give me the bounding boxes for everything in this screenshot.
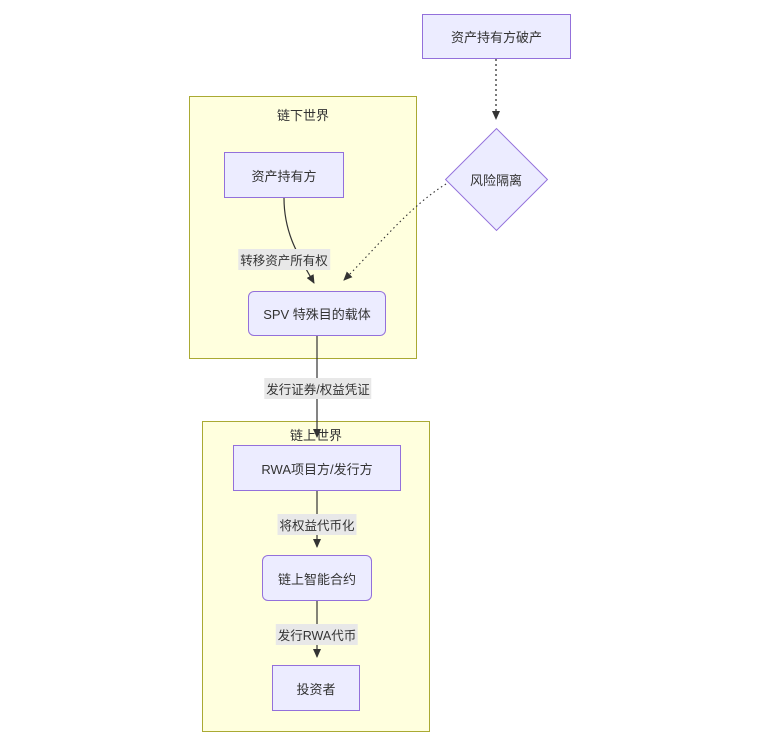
node-spv[interactable]: SPV 特殊目的载体 — [248, 291, 386, 336]
edge-label-issue-securities: 发行证券/权益凭证 — [264, 378, 372, 399]
node-rwa-issuer[interactable]: RWA项目方/发行方 — [233, 445, 401, 491]
node-risk-isolation[interactable]: 风险隔离 — [444, 127, 548, 231]
node-risk-isolation-label: 风险隔离 — [469, 172, 522, 188]
node-asset-holder[interactable]: 资产持有方 — [224, 152, 344, 198]
node-bankruptcy[interactable]: 资产持有方破产 — [422, 14, 571, 59]
edge-label-transfer-ownership: 转移资产所有权 — [238, 249, 330, 270]
node-investor[interactable]: 投资者 — [272, 665, 360, 711]
edge-label-tokenize-rights: 将权益代币化 — [277, 514, 357, 535]
node-spv-label: SPV 特殊目的载体 — [263, 307, 371, 322]
cluster-offchain-title: 链下世界 — [276, 108, 329, 123]
node-asset-holder-label: 资产持有方 — [251, 168, 317, 184]
node-investor-label: 投资者 — [296, 681, 336, 697]
cluster-onchain-title: 链上世界 — [289, 428, 342, 443]
node-bankruptcy-label: 资产持有方破产 — [450, 30, 542, 45]
edge-label-issue-rwa-token: 发行RWA代币 — [275, 624, 359, 645]
node-smart-contract[interactable]: 链上智能合约 — [262, 555, 372, 601]
node-rwa-issuer-label: RWA项目方/发行方 — [261, 461, 373, 477]
node-smart-contract-label: 链上智能合约 — [277, 571, 356, 587]
